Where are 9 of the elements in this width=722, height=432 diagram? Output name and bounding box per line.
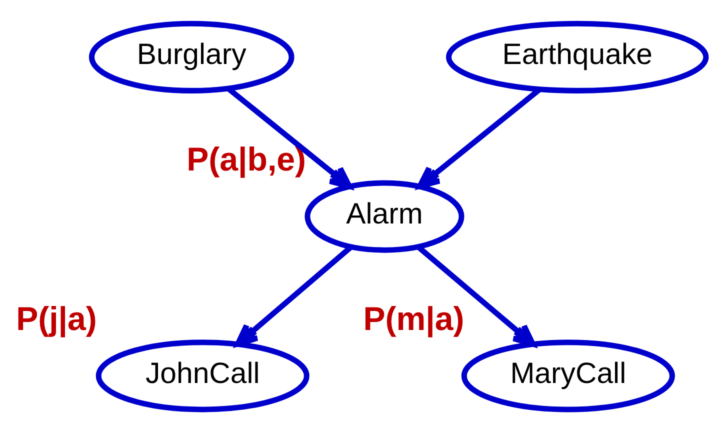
node-label: P(m|a) bbox=[363, 300, 464, 338]
node-ellipse: Alarm bbox=[304, 180, 464, 252]
node-ellipse: MaryCall bbox=[461, 339, 675, 412]
arrow bbox=[235, 245, 352, 346]
node-label: P(a|b,e) bbox=[186, 141, 306, 178]
node-ellipse: JohnCall bbox=[96, 339, 310, 412]
node-ellipse: Burglary bbox=[88, 20, 294, 93]
node-label: P(j|a) bbox=[16, 300, 97, 338]
node-ellipse: Earthquake bbox=[446, 20, 709, 93]
